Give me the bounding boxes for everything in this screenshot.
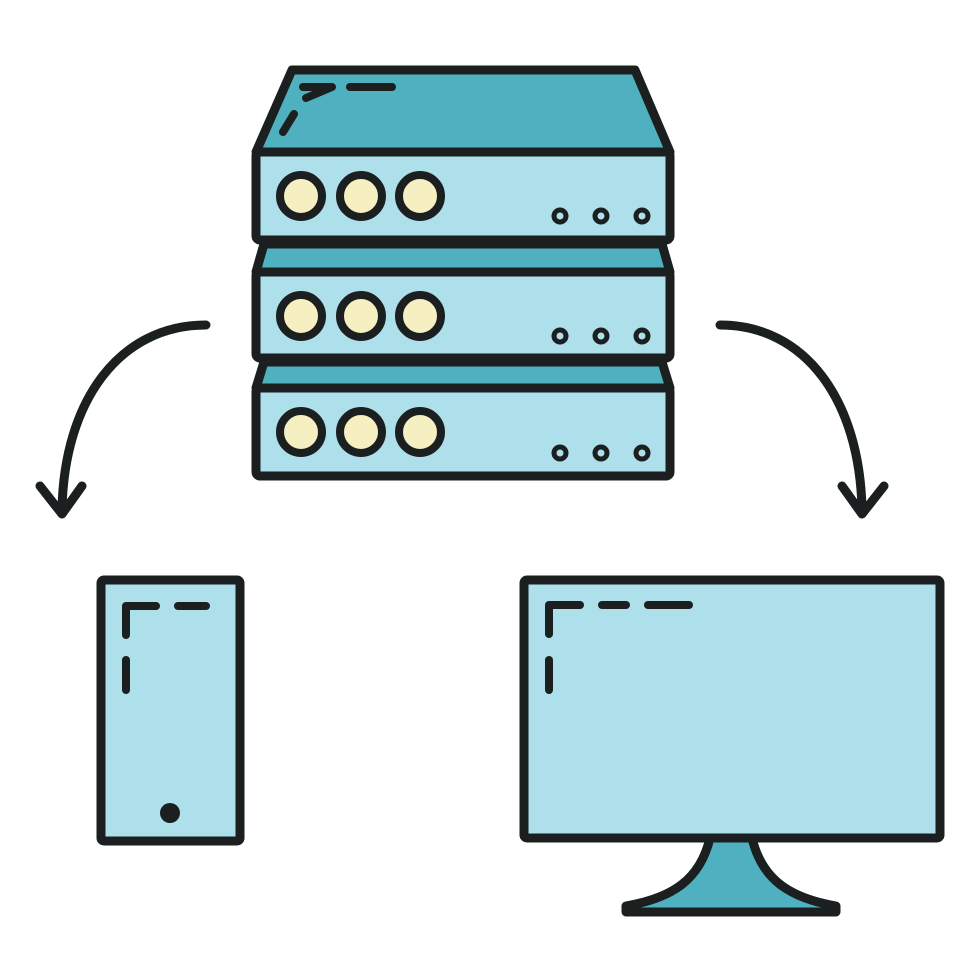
- desktop-monitor-icon: [519, 575, 945, 917]
- server-unit-3-leds: [276, 407, 445, 457]
- monitor-stand: [621, 833, 841, 917]
- phone-body: [96, 575, 245, 846]
- arrow-left-head: [35, 481, 87, 519]
- server-unit-3-status-dots: [551, 444, 651, 462]
- server-unit-1-leds: [276, 171, 445, 221]
- server-unit-1: [251, 147, 675, 245]
- arrow-left-curve: [57, 320, 211, 515]
- monitor-screen-highlight: [545, 601, 693, 694]
- server-unit-2: [251, 267, 675, 363]
- curved-arrow-down-left-icon: [35, 320, 211, 519]
- arrow-right-curve: [715, 320, 867, 515]
- server-unit-2-leds: [276, 291, 445, 341]
- server-lid-highlight: [279, 83, 396, 136]
- monitor-screen: [519, 575, 945, 843]
- phone-screen-highlight: [122, 602, 210, 694]
- server-unit-1-status-dots: [551, 207, 651, 225]
- server-unit-3: [251, 383, 675, 481]
- server-rack-icon: [251, 65, 675, 481]
- server-unit-2-status-dots: [551, 327, 651, 345]
- server-top-lid: [251, 65, 675, 157]
- curved-arrow-down-right-icon: [715, 320, 889, 519]
- phone-home-button: [160, 803, 180, 823]
- smartphone-icon: [96, 575, 245, 846]
- arrow-right-head: [837, 481, 889, 519]
